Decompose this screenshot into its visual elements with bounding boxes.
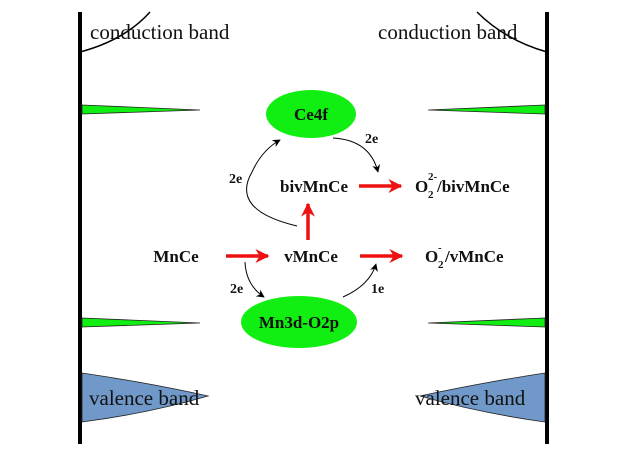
right-upper-state-spike: [427, 104, 546, 115]
right-valence-band-shape: [419, 372, 546, 423]
o2-bivmnce-superscript: 2-: [428, 171, 438, 183]
right-conduction-band-label: conduction band: [378, 20, 518, 44]
mnce-to-mn3d-electron-arrow: [244, 261, 265, 298]
ce4f-ellipse: [266, 90, 356, 138]
o2-vmnce-product: O 2 - /vMnCe: [425, 242, 504, 271]
left-upper-state-spike: [81, 104, 201, 115]
o2-bivmnce-product: O 2 2- /bivMnCe: [415, 171, 510, 201]
mnce-to-mn3d-electron-count: 2e: [230, 282, 243, 297]
vmnce-label: vMnCe: [284, 247, 338, 266]
ce4f-node: Ce4f: [266, 90, 356, 138]
o2-vmnce-superscript: -: [438, 242, 442, 254]
bivmnce-label: bivMnCe: [280, 177, 348, 196]
mn3d-to-o2-vmnce-electron-count: 1e: [371, 282, 384, 297]
left-conduction-band-label: conduction band: [90, 20, 230, 44]
o2-vmnce-suffix: /vMnCe: [444, 247, 504, 266]
right-lower-state-spike: [427, 317, 546, 328]
vmnce-to-ce4f-electron-arrow: [246, 139, 298, 227]
left-conduction-band-edge: [79, 11, 151, 53]
ce4f-to-o2-bivmnce-electron-count: 2e: [365, 132, 378, 147]
mn3d-to-o2-vmnce-electron-arrow: [342, 263, 378, 298]
mn3d-o2p-node: Mn3d-O2p: [241, 296, 357, 348]
o2-bivmnce-subscript: 2: [428, 189, 434, 201]
o2-vmnce-subscript: 2: [438, 259, 444, 271]
left-panel: conduction band valence band: [78, 11, 230, 444]
left-lower-state-spike: [81, 317, 201, 328]
o2-bivmnce-suffix: /bivMnCe: [436, 177, 510, 196]
left-valence-band-shape: [81, 372, 210, 423]
o2-vmnce-base: O: [425, 247, 438, 266]
left-valence-band-label: valence band: [89, 386, 200, 410]
right-panel: conduction band valence band: [378, 11, 549, 444]
mnce-label: MnCe: [153, 247, 199, 266]
o2-bivmnce-base: O: [415, 177, 428, 196]
mn3d-o2p-ellipse: [241, 296, 357, 348]
right-valence-band-label: valence band: [415, 386, 526, 410]
mn3d-o2p-label: Mn3d-O2p: [259, 313, 339, 332]
right-conduction-band-edge: [476, 11, 548, 53]
vmnce-to-ce4f-electron-count: 2e: [229, 172, 242, 187]
ce4f-to-o2-bivmnce-electron-arrow: [332, 137, 381, 173]
ce4f-label: Ce4f: [294, 105, 328, 124]
